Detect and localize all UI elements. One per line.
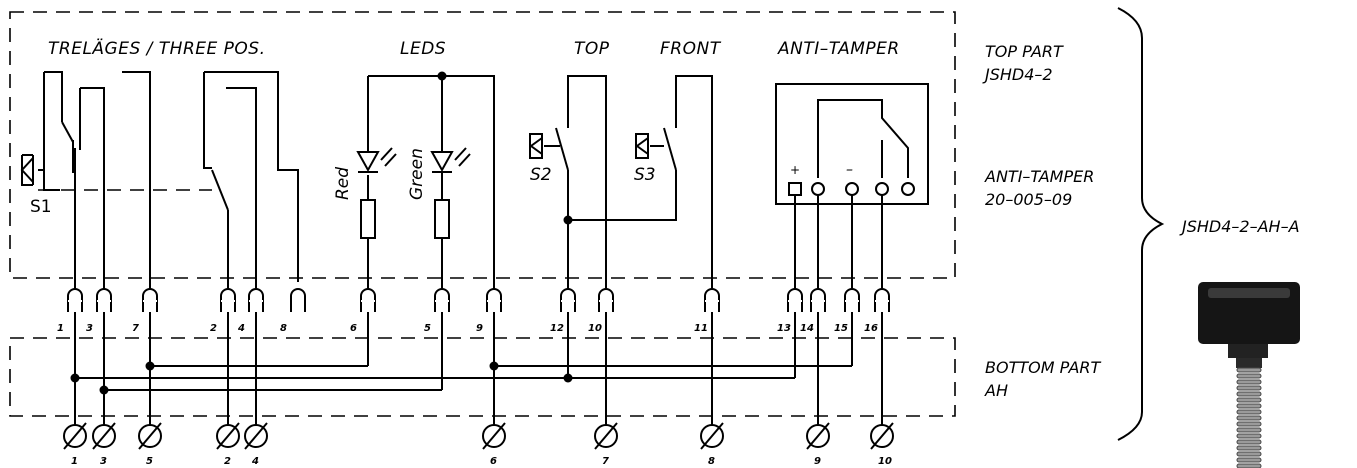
terminal: 1 bbox=[63, 422, 87, 467]
connector-pin: 15 bbox=[834, 288, 860, 334]
terminal: 10 bbox=[870, 422, 894, 467]
anti-tamper-module: + – bbox=[775, 83, 929, 290]
terminal: 9 bbox=[806, 422, 830, 467]
label-top: TOP bbox=[574, 39, 610, 59]
terminal: 5 bbox=[138, 422, 162, 467]
connector-pin: 10 bbox=[588, 288, 614, 334]
pin-number: 13 bbox=[777, 323, 791, 334]
label-s2: S2 bbox=[530, 165, 552, 185]
label-red: Red bbox=[333, 167, 353, 200]
terminal-number: 10 bbox=[878, 456, 892, 467]
side-anti-tamper-2: 20–005–09 bbox=[985, 190, 1072, 209]
terminal-number: 7 bbox=[602, 456, 609, 467]
terminal-number: 3 bbox=[100, 456, 107, 467]
pin-number: 9 bbox=[476, 323, 483, 334]
pin-number: 7 bbox=[132, 323, 139, 334]
terminal: 3 bbox=[92, 422, 116, 467]
pin-number: 16 bbox=[864, 323, 878, 334]
assembly-label: JSHD4–2–AH–A bbox=[1179, 217, 1300, 236]
pin-number: 12 bbox=[550, 323, 564, 334]
label-front: FRONT bbox=[660, 39, 722, 59]
terminal: 8 bbox=[700, 422, 724, 467]
connector-pin: 12 bbox=[550, 288, 576, 334]
connector-pin: 5 bbox=[424, 288, 450, 334]
top-part-box bbox=[9, 11, 956, 279]
pin-number: 15 bbox=[834, 323, 848, 334]
connector-pin: 8 bbox=[280, 288, 306, 334]
pin-number: 6 bbox=[350, 323, 357, 334]
label-leds: LEDS bbox=[400, 39, 446, 59]
label-plus: + bbox=[790, 163, 800, 177]
connector-pin: 1 bbox=[57, 288, 83, 334]
led-group: Red Green bbox=[333, 71, 495, 290]
label-s3: S3 bbox=[634, 165, 656, 185]
front-switch: S3 bbox=[634, 75, 713, 290]
label-green: Green bbox=[407, 148, 427, 200]
label-three-pos: TRELÄGES / THREE POS. bbox=[48, 38, 265, 59]
pin-number: 1 bbox=[57, 323, 64, 334]
label-anti-tamper: ANTI–TAMPER bbox=[777, 39, 900, 59]
assembly-brace bbox=[1117, 7, 1165, 441]
side-bottom-part-2: AH bbox=[984, 381, 1008, 400]
pin-number: 14 bbox=[800, 323, 814, 334]
terminal-number: 1 bbox=[71, 456, 78, 467]
terminal-number: 4 bbox=[251, 456, 259, 467]
connector-pin: 14 bbox=[800, 288, 826, 334]
label-minus: – bbox=[846, 162, 853, 178]
pin-number: 8 bbox=[280, 323, 287, 334]
cable-connector-photo bbox=[1198, 282, 1300, 468]
top-switch: S2 bbox=[529, 75, 677, 290]
terminal-number: 9 bbox=[814, 456, 821, 467]
connector-pin: 2 bbox=[210, 288, 236, 334]
connector-pin: 9 bbox=[476, 288, 502, 334]
pin-number: 10 bbox=[588, 323, 602, 334]
terminal: 7 bbox=[594, 422, 618, 467]
three-pos-switch: S1 bbox=[20, 71, 299, 290]
label-s1: S1 bbox=[30, 197, 52, 217]
pin-number: 2 bbox=[210, 323, 217, 334]
connector-pin: 3 bbox=[86, 288, 112, 334]
side-top-part-1: TOP PART bbox=[985, 42, 1064, 61]
pin-number: 11 bbox=[694, 323, 708, 334]
connector-pin: 7 bbox=[132, 288, 158, 334]
bottom-part-box bbox=[9, 337, 956, 417]
connector-pin: 6 bbox=[350, 288, 376, 334]
terminal: 4 bbox=[244, 422, 268, 467]
terminal: 2 bbox=[216, 422, 240, 467]
side-top-part-2: JSHD4–2 bbox=[982, 65, 1053, 84]
connector-pin: 13 bbox=[777, 288, 803, 334]
terminal-number: 2 bbox=[224, 456, 231, 467]
pin-number: 5 bbox=[424, 323, 431, 334]
terminal: 6 bbox=[482, 422, 506, 467]
terminal-number: 5 bbox=[146, 456, 153, 467]
pin-number: 3 bbox=[86, 323, 93, 334]
connector-pin: 4 bbox=[237, 288, 264, 334]
terminal-number: 6 bbox=[490, 456, 497, 467]
connector-pin: 11 bbox=[694, 288, 720, 334]
terminal-row: 1 3 5 2 4 6 7 8 9 10 bbox=[63, 422, 894, 467]
pin-number: 4 bbox=[237, 323, 245, 334]
bottom-wiring bbox=[70, 312, 883, 425]
terminal-number: 8 bbox=[708, 456, 715, 467]
side-anti-tamper-1: ANTI–TAMPER bbox=[984, 167, 1094, 186]
side-bottom-part-1: BOTTOM PART bbox=[985, 358, 1102, 377]
connector-pin: 16 bbox=[864, 288, 890, 334]
